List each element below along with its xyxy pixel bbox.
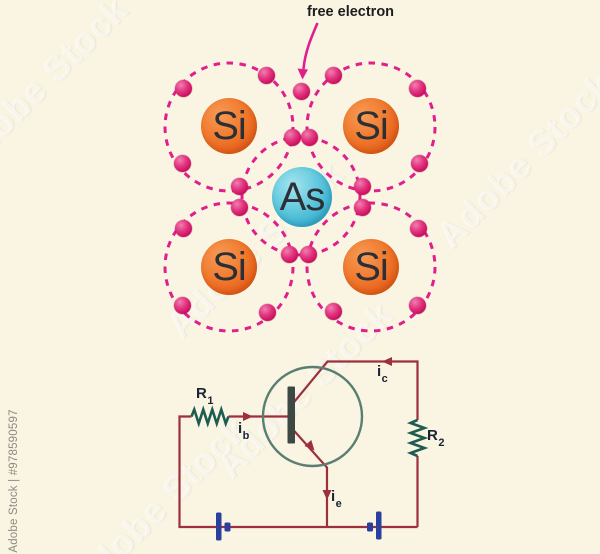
emitter-wire <box>291 428 329 527</box>
atom-si: Si <box>343 98 399 154</box>
label-ie: ie <box>331 488 342 510</box>
stock-id-watermark: Adobe Stock | #978590597 <box>8 409 20 553</box>
resistor-r2 <box>406 418 429 458</box>
electron-orbit <box>305 201 437 333</box>
battery-left <box>216 512 231 541</box>
label-r2: R2 <box>427 427 445 449</box>
electron <box>300 128 318 146</box>
resistor-r1 <box>190 405 230 428</box>
electron <box>258 303 276 321</box>
electron <box>174 219 192 237</box>
collector-wire <box>291 360 419 420</box>
atom-as: As <box>272 167 332 227</box>
electron <box>292 82 310 100</box>
electron-orbit <box>305 61 437 193</box>
transistor-base-bar <box>287 386 295 444</box>
electron <box>257 66 275 84</box>
electron <box>353 177 371 195</box>
electron-orbit <box>163 61 295 193</box>
electron-orbit <box>163 201 295 333</box>
electron <box>324 302 342 320</box>
transistor-circuit <box>178 357 429 541</box>
electron <box>299 245 317 263</box>
electron <box>230 198 248 216</box>
electron <box>409 219 427 237</box>
arrow-ib <box>243 412 253 421</box>
arrow-ie <box>322 490 332 500</box>
free-electron-arrow <box>297 22 319 80</box>
electron <box>280 245 298 263</box>
transistor-body <box>261 365 364 468</box>
electron <box>408 79 426 97</box>
atom-si: Si <box>343 239 399 295</box>
atom-si: Si <box>201 239 257 295</box>
electron <box>230 177 248 195</box>
label-r1: R1 <box>196 385 214 407</box>
label-ib: ib <box>238 420 250 442</box>
electron <box>324 66 342 84</box>
electron <box>173 296 191 314</box>
electron <box>173 154 191 172</box>
atom-si: Si <box>201 98 257 154</box>
electron <box>283 128 301 146</box>
label-ic: ic <box>377 363 388 385</box>
arrow-ic <box>382 357 392 366</box>
electron <box>408 296 426 314</box>
left-wire <box>178 415 418 529</box>
electron <box>174 79 192 97</box>
free-electron-label: free electron <box>307 4 395 20</box>
electron <box>353 198 371 216</box>
electron <box>410 154 428 172</box>
arrow-emitter <box>304 440 315 451</box>
battery-right <box>367 511 382 540</box>
